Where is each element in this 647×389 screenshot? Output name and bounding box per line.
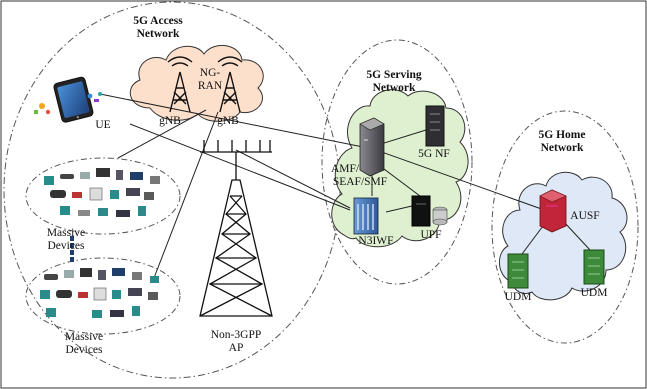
massive-devices-top-icons — [44, 168, 160, 217]
link-ap-n3iwf — [235, 149, 351, 209]
home-network-region — [491, 110, 639, 344]
link-amf-upf — [379, 165, 421, 197]
ng-ran-label-1: NG- — [200, 67, 221, 79]
ue-label: UE — [95, 119, 110, 131]
device-chain-icon — [70, 236, 74, 262]
nf-server-icon — [425, 105, 445, 147]
amf-label-1: AMF/ — [331, 163, 360, 175]
massive-devices-bottom-icons — [40, 268, 159, 318]
home-network-title-1: 5G Home — [539, 129, 586, 141]
link-ausf-udm-right — [563, 221, 591, 251]
udm-right-label: UDM — [581, 287, 608, 299]
link-amf-ausf — [375, 149, 551, 213]
massive-devices-top-region — [25, 157, 181, 235]
udm-left-server-icon — [507, 253, 529, 289]
non3gpp-label-1: Non-3GPP — [211, 329, 261, 341]
nf-label: 5G NF — [418, 148, 450, 160]
link-ue-amf — [99, 93, 369, 149]
non3gpp-ap-tower-icon — [199, 140, 273, 317]
ausf-server-icon — [539, 189, 567, 233]
serving-network-title-2: Network — [373, 82, 416, 94]
udm-left-label: UDM — [505, 291, 532, 303]
massive-devices-bottom-region — [25, 257, 181, 335]
access-network-title-2: Network — [137, 28, 180, 40]
amf-server-icon — [359, 117, 385, 177]
link-gnb-massive-top — [117, 109, 207, 159]
ng-ran-cloud — [129, 45, 264, 122]
n3iwf-server-icon — [353, 197, 379, 235]
n3iwf-label: N3IWF — [358, 235, 393, 247]
massive-bottom-label-2: Devices — [65, 344, 103, 356]
ausf-label: AUSF — [570, 210, 599, 222]
upf-label: UPF — [420, 229, 441, 241]
massive-top-label-2: Devices — [47, 240, 85, 252]
non3gpp-label-2: AP — [229, 342, 244, 354]
link-ue-n3iwf — [129, 123, 351, 211]
gnb-right-label: gNB — [217, 115, 239, 127]
home-network-title-2: Network — [541, 142, 584, 154]
massive-bottom-label-1: Massive — [65, 331, 103, 343]
gnb-left-label: gNB — [159, 115, 181, 127]
massive-top-label-1: Massive — [47, 227, 85, 239]
gnb-left-tower-icon — [167, 56, 193, 113]
gnb-right-tower-icon — [217, 56, 243, 113]
ue-device — [34, 76, 102, 123]
amf-label-2: SEAF/SMF — [333, 176, 387, 188]
serving-network-title-1: 5G Serving — [366, 69, 422, 81]
serving-network-region — [321, 39, 473, 285]
app-icons — [34, 92, 102, 115]
udm-right-server-icon — [583, 249, 605, 285]
link-n3iwf-upf — [385, 205, 413, 213]
link-gnb-massive-bottom — [153, 111, 219, 279]
upf-server-icon — [411, 195, 448, 227]
ng-ran-label-2: RAN — [198, 80, 223, 92]
access-network-title-1: 5G Access — [133, 15, 183, 27]
